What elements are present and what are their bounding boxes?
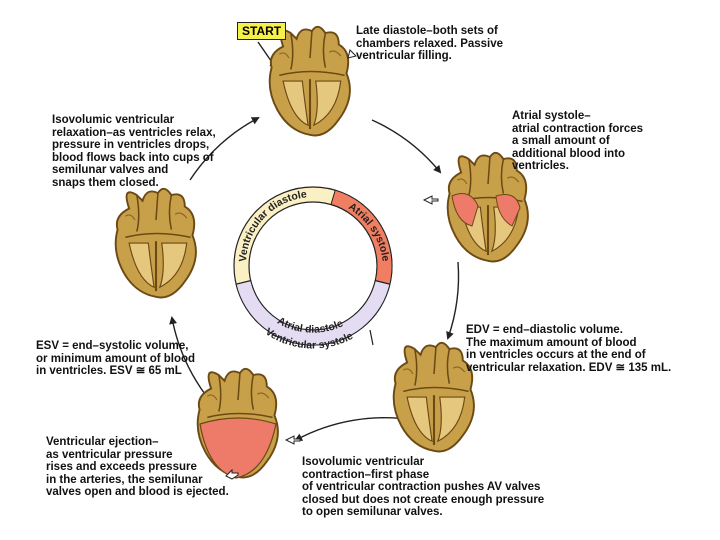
ventricle-contraction-highlight (199, 417, 277, 479)
arrow-to-late-diastole (189, 117, 260, 181)
label-esv: ESV = end–systolic volume,or minimum amo… (36, 340, 196, 377)
start-badge: START (237, 22, 287, 40)
atrial-contraction-highlight (451, 193, 521, 227)
heart-isovolumic-relaxation (114, 187, 197, 299)
label-atrial-systole: Atrial systole–atrial contraction forces… (512, 110, 644, 172)
arrow-to-edv (446, 261, 460, 340)
label-edv: EDV = end–diastolic volume.The maximum a… (466, 324, 672, 374)
arrow-to-atrial-systole (371, 119, 442, 174)
ventricular-systole-arc (235, 279, 391, 346)
phase-ring: Ventricular diastole Atrial systole Atri… (233, 186, 393, 351)
heart-isovolumic-contraction (392, 341, 475, 453)
heart-late-diastole (268, 25, 351, 137)
label-ventricular-ejection: Ventricular ejection–as ventricular pres… (46, 436, 229, 498)
arrow-to-isovolumic-contraction (294, 417, 415, 441)
pressure-arrows (225, 49, 439, 480)
